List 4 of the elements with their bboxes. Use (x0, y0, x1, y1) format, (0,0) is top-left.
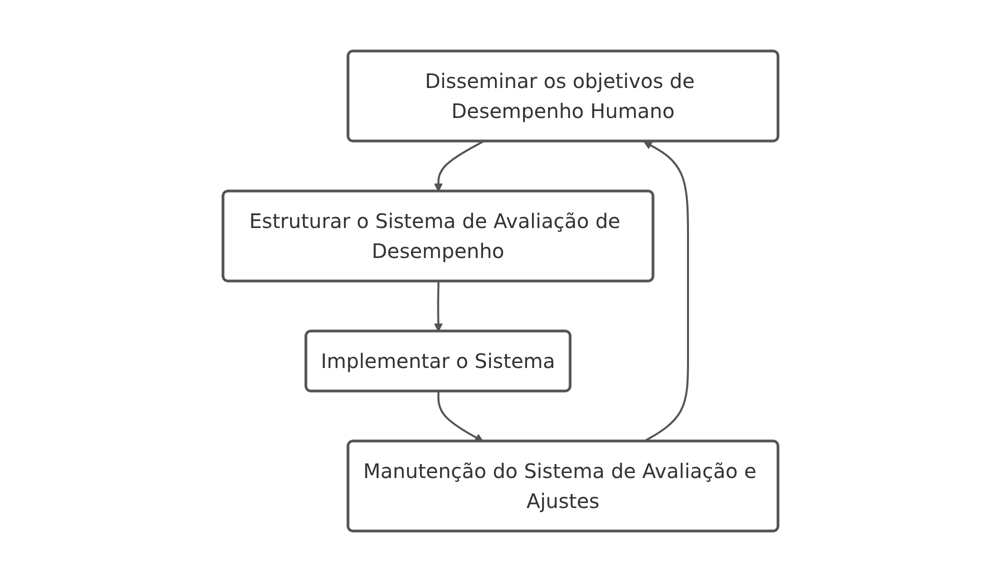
arrow (433, 140, 484, 192)
arrow (436, 390, 484, 442)
arrow (642, 140, 688, 442)
arrow (433, 280, 442, 332)
